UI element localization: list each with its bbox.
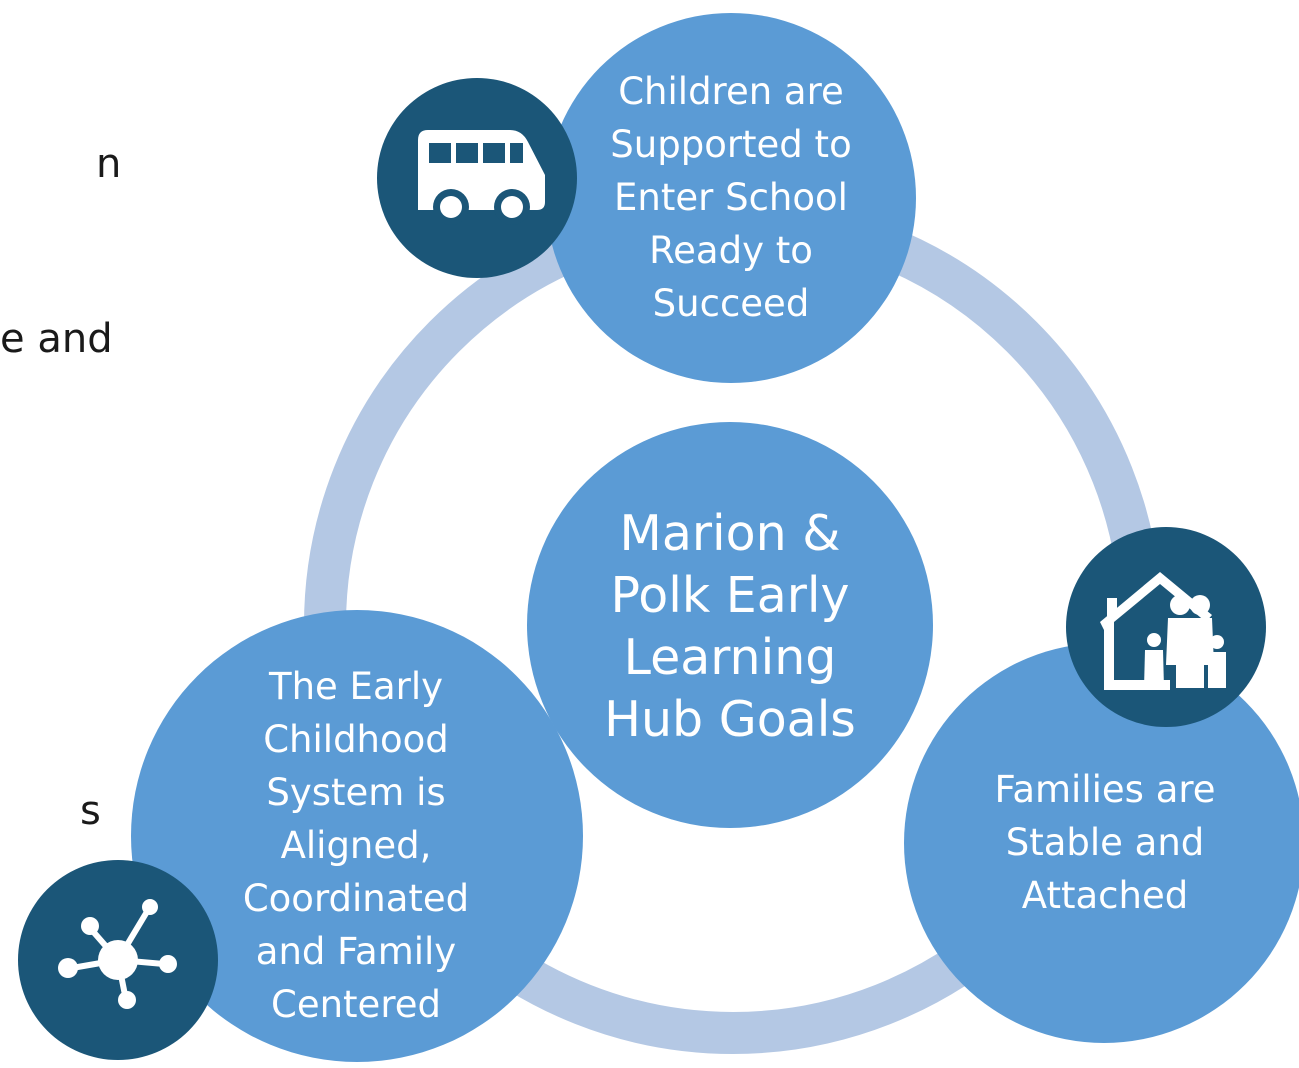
network-hub-icon [18, 860, 218, 1060]
goal-circle-families-stable [904, 643, 1299, 1043]
goal-label-families-stable: Families are Stable and Attached [994, 767, 1216, 917]
goal-circle-system-aligned [131, 610, 583, 1062]
goal-label-system-aligned: The Early Childhood System is Aligned, C… [242, 664, 470, 1026]
center-hub-circle [527, 422, 933, 828]
family-home-icon [1066, 527, 1266, 727]
school-bus-icon [377, 78, 577, 278]
goal-circle-school-ready [546, 13, 916, 383]
cropped-text-line-2: e and [0, 316, 113, 362]
goal-label-school-ready: Children are Supported to Enter School R… [610, 69, 852, 325]
hub-title: Marion & Polk Early Learning Hub Goals [604, 505, 856, 748]
cropped-text-line-3: s [80, 788, 101, 834]
cropped-text-line-1: n [96, 141, 122, 187]
